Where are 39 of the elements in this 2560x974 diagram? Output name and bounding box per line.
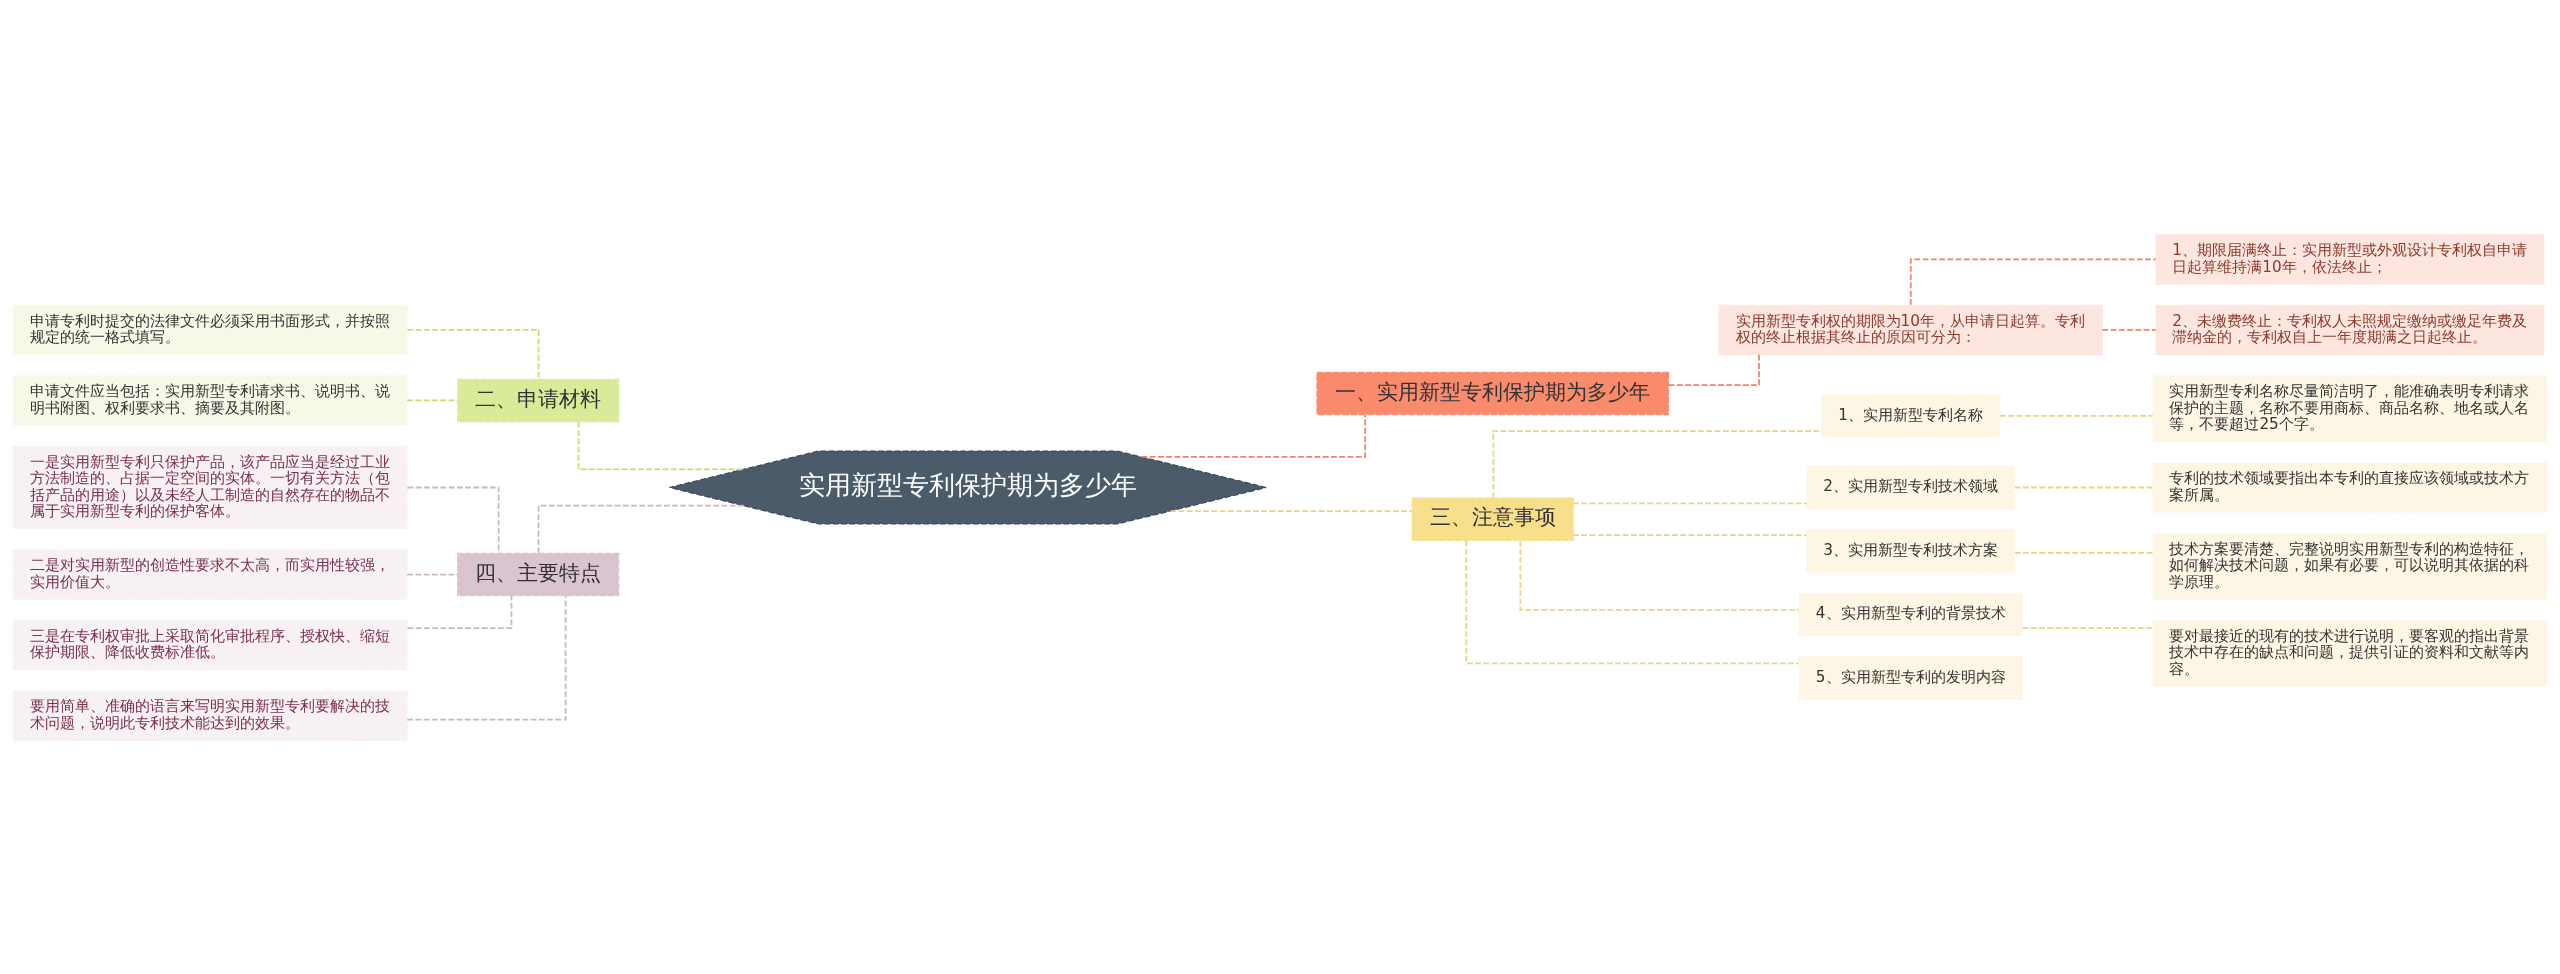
node-box: 实用新型专利名称尽量简洁明了，能准确表明专利请求保护的主题，名称不要用商标、商品名称、地名或人名等，不要超过25个字。: [2152, 374, 2548, 442]
node-box: 1、实用新型专利名称: [1820, 393, 2001, 438]
connector: [406, 594, 513, 629]
node-box: 4、实用新型专利的背景技术: [1798, 592, 2023, 636]
node-box: 5、实用新型专利的发明内容: [1798, 655, 2023, 700]
node-box: 专利的技术领域要指出本专利的直接应该领域或技术方案所属。: [2152, 461, 2548, 513]
connector: [1169, 509, 1413, 512]
connector: [2021, 626, 2154, 629]
node-box: 二、申请材料: [457, 378, 620, 422]
connector: [2013, 551, 2154, 554]
connector: [406, 594, 567, 721]
node-box: 技术方案要清楚、完整说明实用新型专利的构造特征，如何解决技术问题，如果有必要，可以说明其依据的科学原理。: [2152, 532, 2548, 600]
node-box: 一、实用新型专利保护期为多少年: [1316, 371, 1670, 415]
connector: [537, 504, 745, 554]
node-box: 要用简单、准确的语言来写明实用新型专利要解决的技术问题，说明此专利技术能达到的效果。: [12, 689, 408, 741]
connector: [577, 420, 745, 470]
node-box: 三是在专利权审批上采取简化审批程序、授权快、缩短保护期限、降低收费标准低。: [12, 619, 408, 670]
connector: [1999, 414, 2154, 417]
connector: [2013, 486, 2154, 488]
connector: [1572, 502, 1808, 504]
node-box: 3、实用新型专利技术方案: [1806, 528, 2016, 573]
node-box: 申请文件应当包括：实用新型专利请求书、说明书、说明书附图、权利要求书、摘要及其附图。: [12, 374, 408, 426]
node-box: 2、未缴费终止：专利权人未照规定缴纳或缴足年费及滞纳金的，专利权自上一年度期满之日起终止。: [2155, 304, 2545, 355]
node-box: 一是实用新型专利只保护产品，该产品应当是经过工业方法制造的、占据一定空间的实体。一切有关方法（包括产品的用途）以及未经人工制造的自然存在的物品不属于实用新型专利的保护客体。: [12, 445, 408, 529]
node-box: 二是对实用新型的创造性要求不太高，而实用性较强，实用价值大。: [12, 548, 408, 600]
connector: [1465, 539, 1800, 664]
connector: [2101, 328, 2157, 331]
node-box: 三、注意事项: [1411, 497, 1574, 541]
connector: [1909, 258, 2157, 306]
node-box: 四、主要特点: [457, 552, 620, 596]
node-box: 实用新型专利权的期限为10年，从申请日起算。专利权的终止根据其终止的原因可分为：: [1718, 304, 2103, 355]
node-box: 要对最接近的现有的技术进行说明，要客观的指出背景技术中存在的缺点和问题，提供引证的资料和文献等内容。: [2152, 619, 2548, 687]
connector: [1572, 533, 1808, 536]
connector: [1140, 413, 1367, 458]
node-box: 申请专利时提交的法律文件必须采用书面形式，并按照规定的统一格式填写。: [12, 304, 408, 355]
node-box: 2、实用新型专利技术领域: [1806, 465, 2016, 509]
connector: [1519, 539, 1800, 611]
node-box: 1、期限届满终止：实用新型或外观设计专利权自申请日起算维持满10年，依法终止；: [2155, 233, 2545, 285]
connector: [406, 328, 540, 380]
